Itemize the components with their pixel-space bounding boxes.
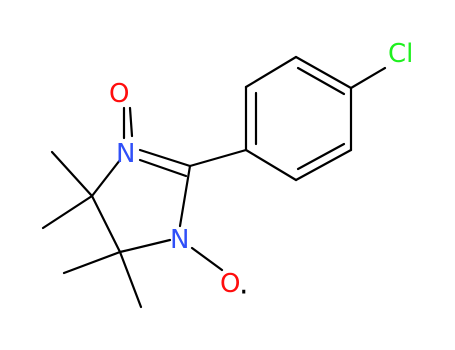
bond-n1-o-radical	[190, 246, 224, 272]
bond-n1-c5	[118, 238, 172, 254]
phenyl-bond-6	[244, 148, 298, 182]
bond-c2-phenyl	[188, 148, 248, 168]
bond-c-cl	[349, 66, 387, 90]
phenyl-bond-5-inner	[296, 142, 346, 171]
bond-c4-n3	[90, 158, 122, 198]
bond-n3-c2-double	[138, 158, 188, 178]
phenyl-bond-3-inner	[296, 66, 346, 96]
bond-n3-o-oxide-2	[128, 106, 134, 138]
atom-label-imine-nitrogen: N	[116, 139, 135, 169]
atom-label-radical-oxygen: O	[220, 269, 240, 299]
bond-c2-n1	[178, 164, 192, 228]
radical-dot: ·	[239, 275, 249, 310]
phenyl-bond-2	[244, 55, 298, 89]
bond-n3-c2	[138, 148, 192, 168]
atom-label-oxide-oxygen: O	[109, 79, 129, 109]
bond-c5-c4	[90, 194, 122, 254]
bond-c5-methyl-b	[118, 250, 143, 309]
bond-c4-methyl-a	[50, 150, 94, 198]
phenyl-bond-3	[294, 55, 353, 90]
bond-c4-methyl-b	[41, 194, 94, 230]
phenyl-bond-5	[294, 148, 353, 182]
bond-c5-methyl-a	[62, 250, 122, 275]
atom-label-amine-nitrogen: N	[170, 225, 189, 255]
atom-label-chlorine: Cl	[388, 39, 413, 69]
